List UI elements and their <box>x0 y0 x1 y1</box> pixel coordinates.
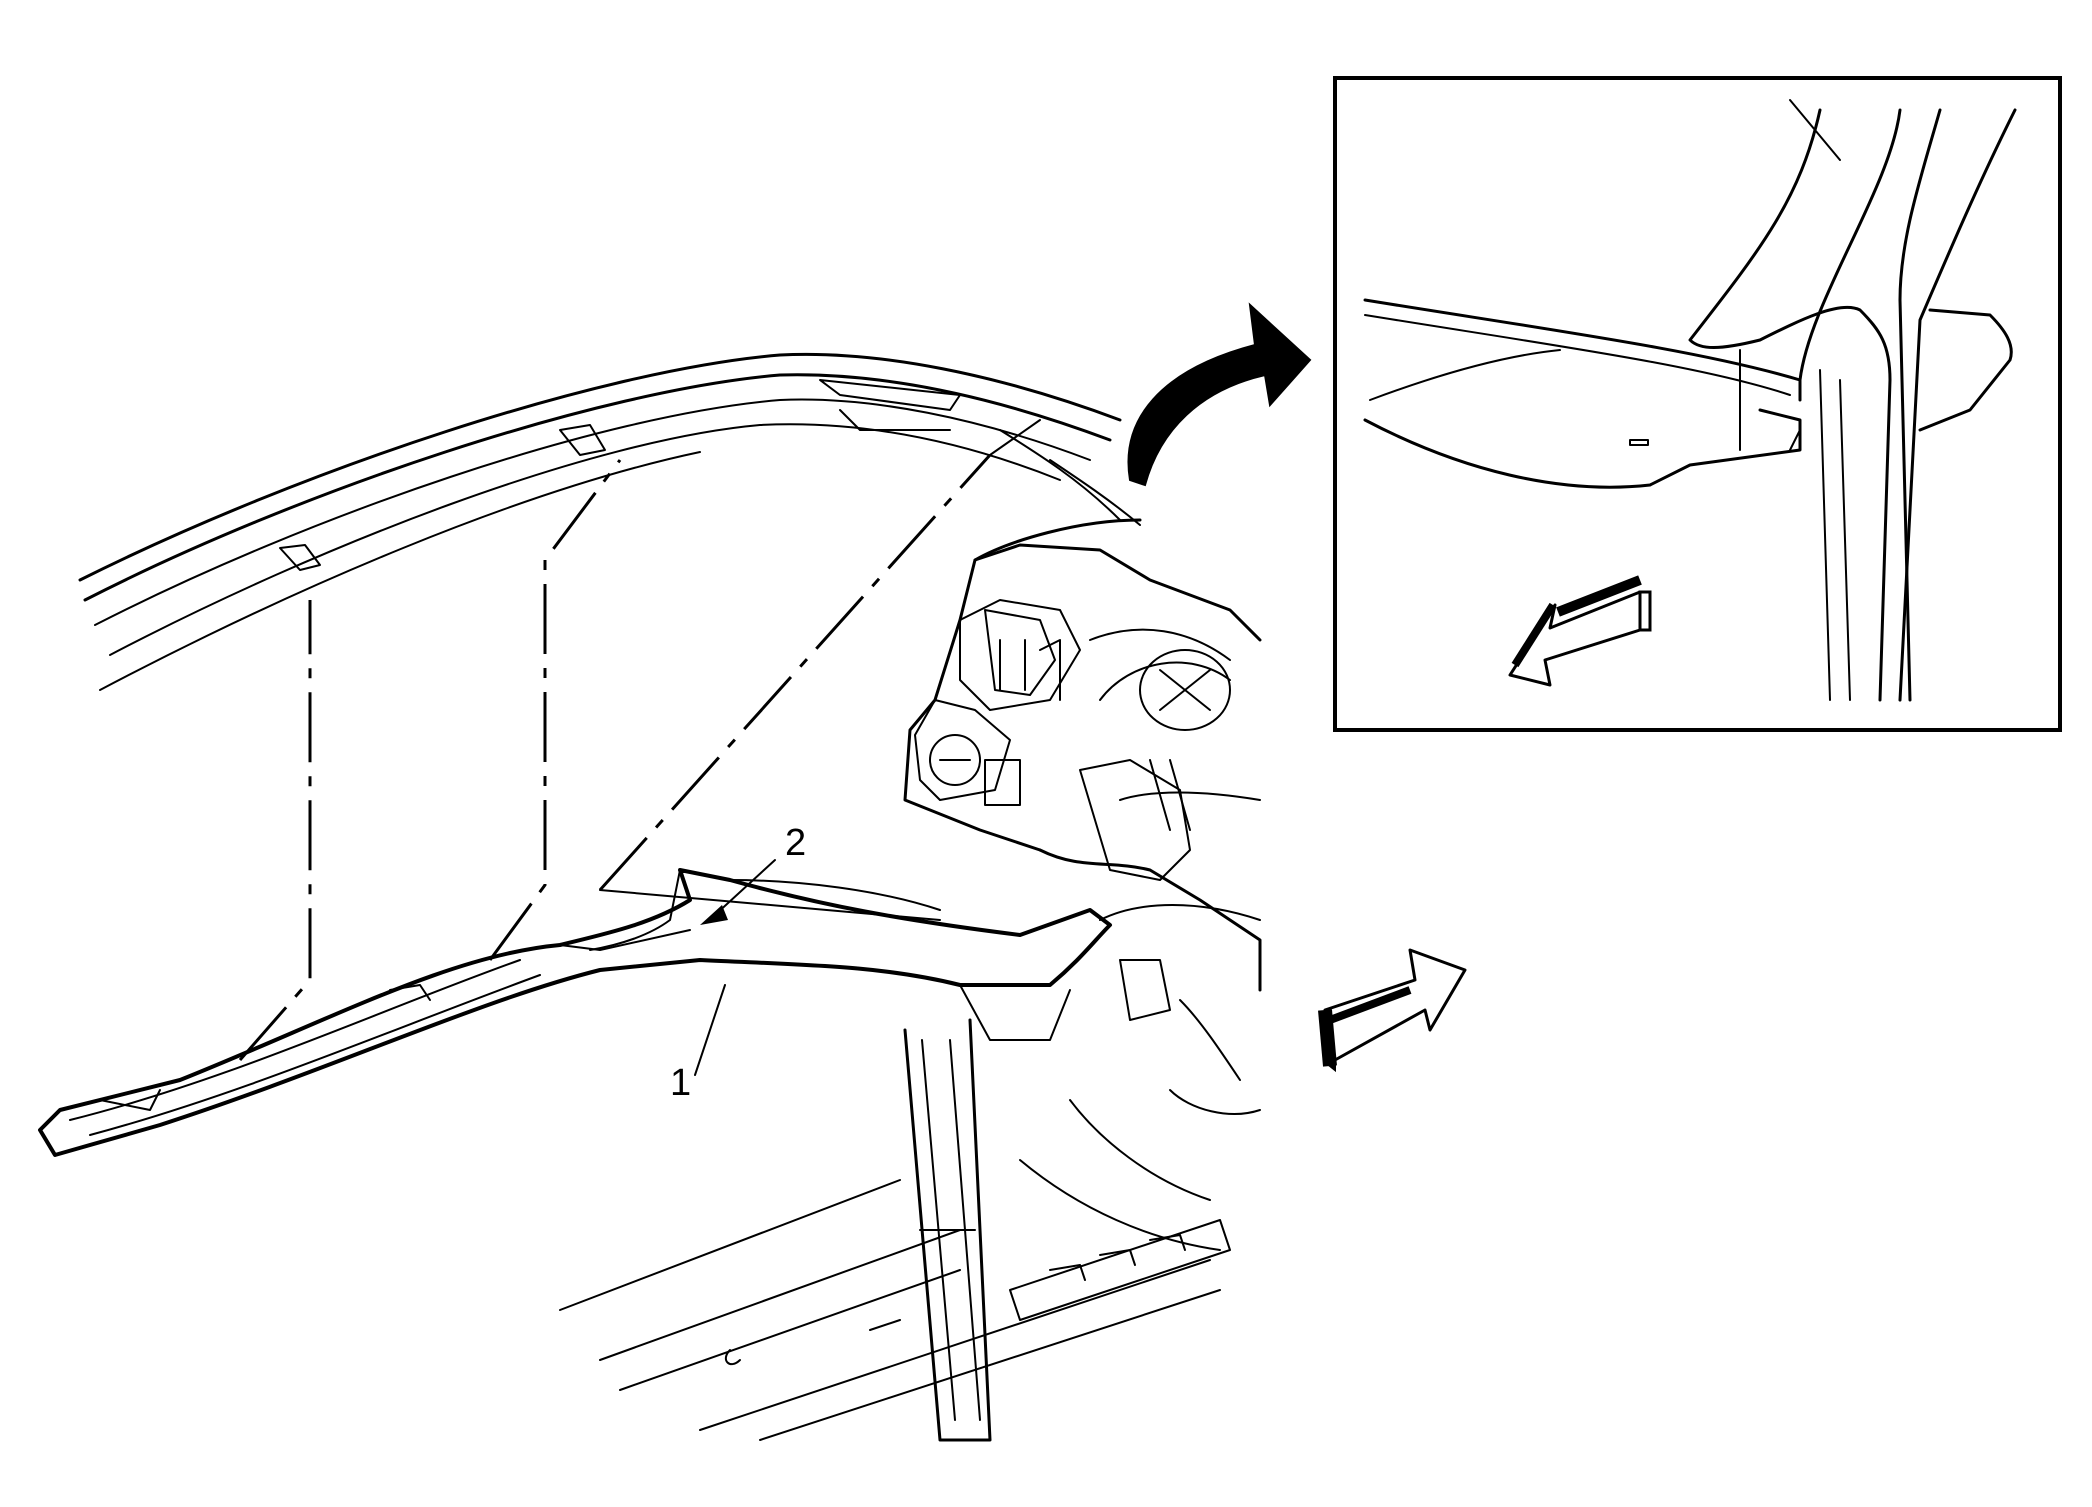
callout-1: 1 <box>670 1062 691 1104</box>
direction-arrow-inset-icon <box>1508 575 1652 687</box>
inset-detail <box>1333 76 2062 732</box>
callout-1-leader <box>694 984 726 1076</box>
callout-2-arrowhead <box>700 905 728 925</box>
direction-arrow-forward-icon <box>1318 948 1467 1073</box>
floor-and-sill <box>559 1179 1231 1441</box>
callout-labels: 1 2 <box>670 822 806 1104</box>
callout-2-leader <box>714 859 776 916</box>
attachment-lines <box>238 419 1041 1061</box>
roof-side-trim-panel <box>38 868 1112 1157</box>
curved-arrow-to-inset-icon <box>1127 302 1312 487</box>
callout-2: 2 <box>785 822 806 864</box>
callout-leaders <box>694 859 776 1076</box>
instrument-panel <box>903 518 1262 1251</box>
roof-rail <box>78 352 1141 691</box>
inset-frame <box>1333 76 2062 732</box>
a-pillar <box>903 1018 992 1442</box>
